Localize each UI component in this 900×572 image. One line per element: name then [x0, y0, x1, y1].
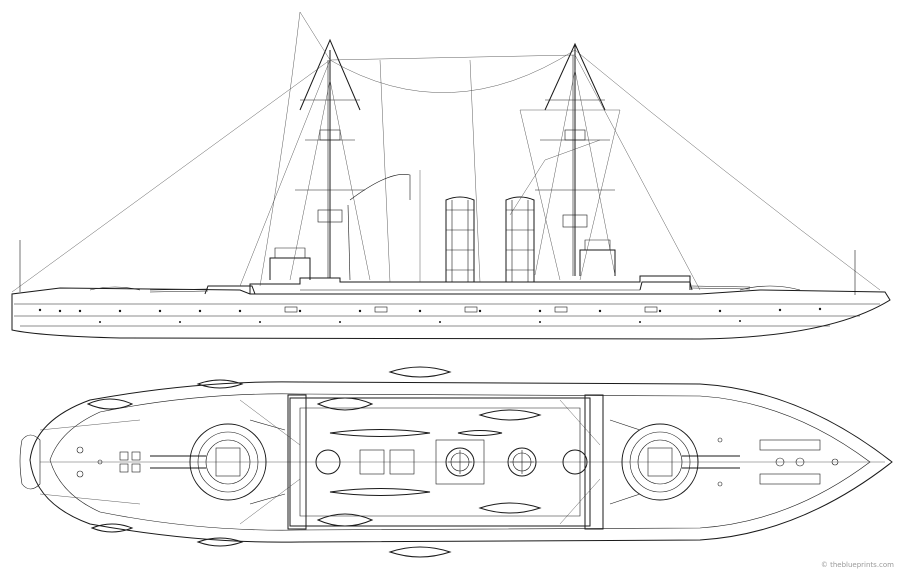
side-forward-turret [204, 285, 256, 295]
plan-aft-turret [150, 423, 267, 501]
side-superstructure [249, 275, 691, 294]
side-elevation-view [11, 11, 891, 340]
side-foremast [295, 38, 365, 278]
plan-forward-turret [621, 423, 740, 501]
side-hull [11, 287, 891, 340]
side-mainmast [535, 42, 615, 276]
watermark: © theblueprints.com [820, 561, 894, 569]
plan-boats [86, 366, 542, 558]
plan-deck-fittings [76, 419, 839, 505]
plan-view [19, 366, 893, 558]
side-rigging [11, 11, 881, 293]
plan-superstructure [289, 397, 591, 527]
side-aft-turret [639, 281, 693, 291]
side-funnels [445, 196, 535, 283]
plan-hull [29, 381, 893, 543]
